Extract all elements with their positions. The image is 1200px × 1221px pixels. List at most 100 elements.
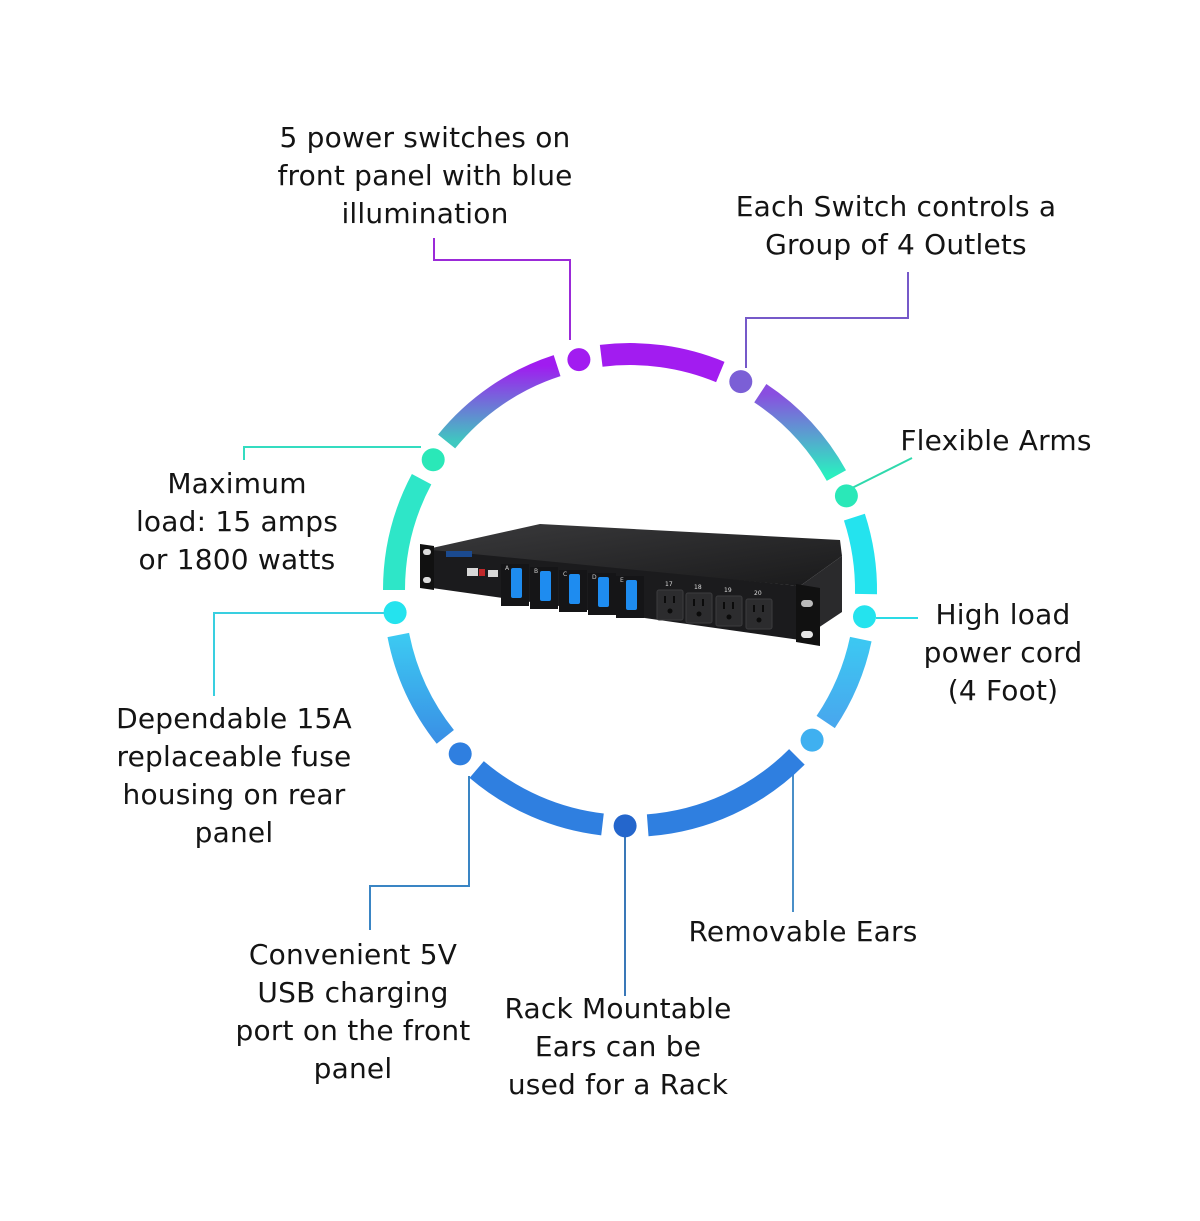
callout-removable-ears: Removable Ears bbox=[668, 913, 938, 951]
outlet-ground bbox=[756, 617, 762, 623]
callout-text-line: USB charging bbox=[257, 976, 449, 1009]
outlet-slot bbox=[693, 599, 695, 606]
callout-text-line: front panel with blue bbox=[277, 159, 573, 192]
callout-text-line: replaceable fuse bbox=[116, 740, 352, 773]
power-switches: A B C D E bbox=[501, 564, 644, 618]
callout-text-line: (4 Foot) bbox=[947, 674, 1059, 707]
usb-indicator bbox=[479, 569, 485, 576]
ring-dot bbox=[800, 728, 824, 752]
callout-text-line: Convenient 5V bbox=[248, 938, 458, 971]
ring bbox=[383, 343, 878, 837]
usb-port-2 bbox=[488, 570, 498, 577]
outlet-number: 20 bbox=[754, 590, 762, 597]
ring-arc-segment bbox=[387, 632, 455, 744]
callout-text-line: power cord bbox=[923, 636, 1083, 669]
connector-lines bbox=[213, 238, 918, 996]
ring-dot bbox=[567, 348, 591, 372]
outlet-slot bbox=[702, 599, 704, 606]
power-switch bbox=[511, 568, 522, 598]
callout-text-line: Rack Mountable bbox=[504, 992, 732, 1025]
outlet bbox=[745, 598, 773, 630]
switch-label: A bbox=[505, 565, 510, 572]
switch-label: C bbox=[563, 571, 567, 578]
ring-dot bbox=[383, 601, 407, 625]
callout-fuse-housing: Dependable 15A replaceable fuse housing on… bbox=[93, 700, 375, 852]
device-top bbox=[432, 524, 842, 586]
switch-label: E bbox=[620, 577, 624, 584]
outlet-slot bbox=[673, 596, 675, 603]
ring-dot bbox=[448, 742, 472, 766]
power-switch bbox=[598, 577, 609, 607]
callout-text-line: load: 15 amps bbox=[135, 505, 339, 538]
right-rack-ear bbox=[796, 584, 820, 646]
outlet-number: 18 bbox=[694, 584, 702, 591]
connector-line bbox=[213, 612, 384, 696]
callout-text-line: illumination bbox=[341, 197, 509, 230]
outlet-slot bbox=[762, 605, 764, 612]
connector-line bbox=[745, 272, 909, 368]
ring-arc-segment bbox=[599, 343, 725, 383]
ring-dots bbox=[383, 348, 876, 838]
outlets: 17 18 19 20 bbox=[656, 581, 773, 630]
callout-usb-port: Convenient 5V USB charging port on the fro… bbox=[218, 936, 488, 1088]
callout-text-line: or 1800 watts bbox=[138, 543, 336, 576]
ring-arc-segment bbox=[469, 761, 604, 836]
usb-port-1 bbox=[467, 568, 478, 576]
right-ear-hole-top bbox=[801, 600, 813, 607]
callout-flexible-arms: Flexible Arms bbox=[880, 422, 1112, 460]
callout-text-line: housing on rear bbox=[122, 778, 346, 811]
ring-arc-segment bbox=[438, 355, 561, 449]
callout-switch-groups: Each Switch controls a Group of 4 Outlets bbox=[700, 188, 1092, 264]
callout-text-line: Dependable 15A bbox=[116, 702, 352, 735]
callout-text-line: Ears can be bbox=[534, 1030, 702, 1063]
outlet-slot bbox=[664, 596, 666, 603]
ring-dot bbox=[853, 605, 876, 629]
connector-line bbox=[851, 457, 913, 489]
callout-text-line: Each Switch controls a bbox=[735, 190, 1057, 223]
left-ear-hole-bottom bbox=[423, 577, 431, 583]
power-strip-image: A B C D E 17 18 19 20 bbox=[420, 524, 842, 646]
callout-max-load: Maximum load: 15 amps or 1800 watts bbox=[118, 465, 356, 579]
outlet-number: 17 bbox=[665, 581, 673, 588]
right-ear-hole-bottom bbox=[801, 631, 813, 638]
power-switch bbox=[569, 574, 580, 604]
ring-arc-segment bbox=[754, 384, 847, 482]
outlet bbox=[685, 592, 713, 624]
brand-logo bbox=[446, 551, 472, 557]
callout-text-line: Group of 4 Outlets bbox=[765, 228, 1027, 261]
outlet-slot bbox=[732, 602, 734, 609]
outlet bbox=[656, 589, 684, 621]
ring-dot bbox=[421, 448, 445, 472]
callout-text-line: used for a Rack bbox=[507, 1068, 729, 1101]
connector-line bbox=[243, 446, 421, 460]
callout-power-cord: High load power cord (4 Foot) bbox=[898, 596, 1108, 710]
callout-text-line: panel bbox=[313, 1052, 393, 1085]
outlet-ground bbox=[696, 611, 702, 617]
callout-text-line: Maximum bbox=[167, 467, 307, 500]
outlet-number: 19 bbox=[724, 587, 732, 594]
connector-line bbox=[369, 776, 470, 930]
ring-arc-segment bbox=[843, 513, 878, 595]
callout-text-line: port on the front bbox=[235, 1014, 471, 1047]
power-switch bbox=[540, 571, 551, 601]
outlet-slot bbox=[723, 602, 725, 609]
callout-text-line: Flexible Arms bbox=[900, 424, 1092, 457]
ring-dot bbox=[613, 814, 637, 838]
outlet-slot bbox=[753, 605, 755, 612]
switch-label: B bbox=[534, 568, 538, 575]
outlet-ground bbox=[726, 614, 732, 620]
outlet bbox=[715, 595, 743, 627]
outlet-ground bbox=[667, 608, 673, 614]
ring-arc-segment bbox=[383, 474, 432, 591]
callout-text-line: Removable Ears bbox=[688, 915, 918, 948]
callout-text-line: High load bbox=[935, 598, 1071, 631]
ring-dot bbox=[834, 484, 858, 508]
ring-arc-segment bbox=[816, 636, 872, 729]
callout-text-line: panel bbox=[194, 816, 274, 849]
power-switch bbox=[626, 580, 637, 610]
switch-label: D bbox=[592, 574, 597, 581]
ring-dot bbox=[729, 370, 753, 394]
